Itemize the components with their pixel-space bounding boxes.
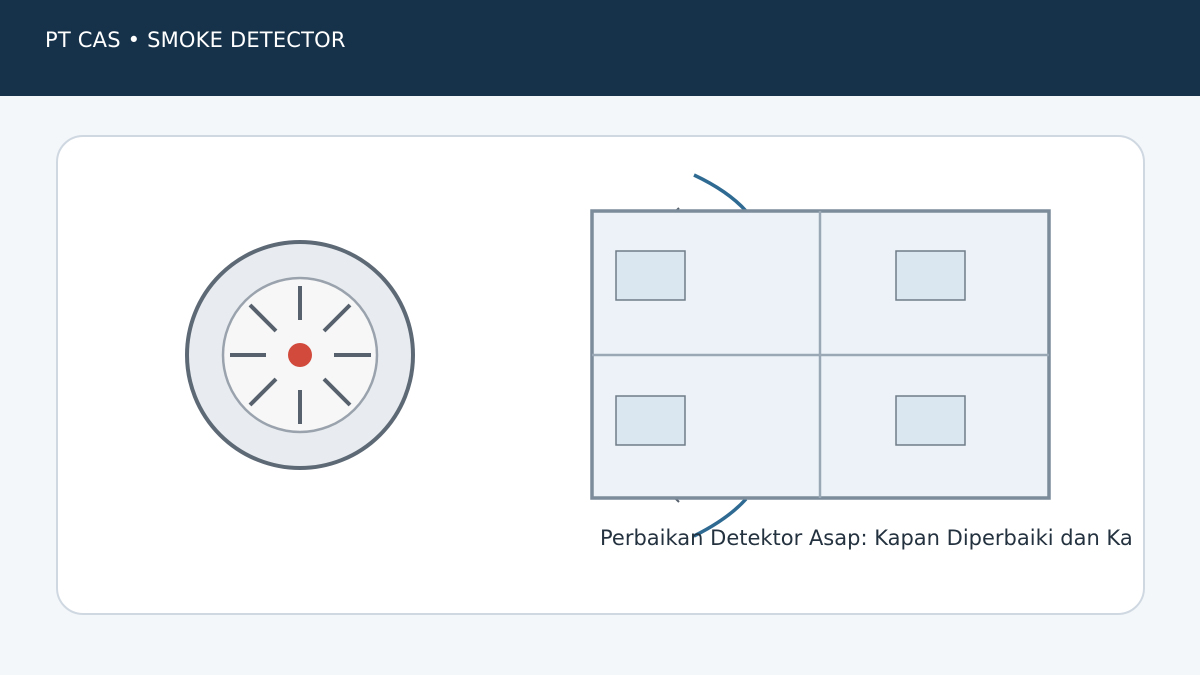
smoke-detector-icon <box>185 240 415 470</box>
room-marker <box>895 250 966 301</box>
room-marker <box>895 395 966 446</box>
header-bar: PT CAS • SMOKE DETECTOR <box>0 0 1200 96</box>
illustration-caption: Perbaikan Detektor Asap: Kapan Diperbaik… <box>600 526 1133 550</box>
room-marker <box>615 250 686 301</box>
floor-plan-icon <box>590 173 1051 538</box>
caption-container: Perbaikan Detektor Asap: Kapan Diperbaik… <box>600 524 1200 556</box>
header-title: PT CAS • SMOKE DETECTOR <box>45 28 346 52</box>
detector-led <box>288 343 312 367</box>
room-marker <box>615 395 686 446</box>
